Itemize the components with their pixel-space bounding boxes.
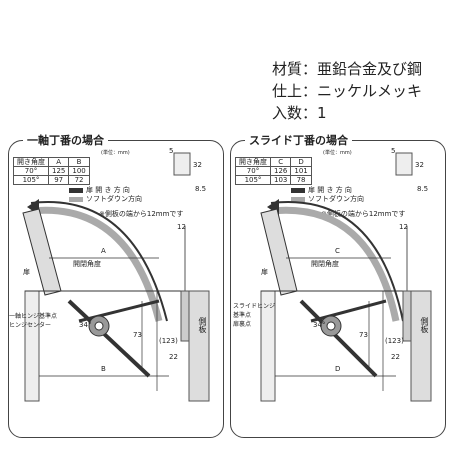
- legend: 扉 開 き 方 向 ソフトダウン方向: [69, 186, 142, 204]
- dim-12: 12: [399, 223, 408, 231]
- legend-soft-label: ソフトダウン方向: [86, 195, 142, 203]
- specifications: 材質：亜鉛合金及び鋼 仕上：ニッケルメッキ 入数：1: [272, 58, 422, 124]
- hinge-arm: [78, 299, 160, 323]
- dim-8-5: 8.5: [195, 185, 207, 193]
- dim-32: 32: [415, 161, 424, 169]
- unit-label: (単位：mm): [101, 150, 130, 156]
- hinge-reference-label: スライドヒンジ 基準点 扉裏点: [233, 303, 276, 328]
- soft-down-swatch: [291, 196, 305, 202]
- side-panel-label: 側板: [198, 317, 207, 333]
- unit-label: (単位：mm): [323, 150, 352, 156]
- dim-123: (123): [385, 337, 404, 345]
- side-detail: [173, 152, 191, 176]
- door-shape: [22, 208, 62, 296]
- material-spec: 材質：亜鉛合金及び鋼: [272, 60, 423, 78]
- single-axis-hinge-panel: 一軸丁番の場合 (単位：mm) 開き角度 A B 70° 125 100 105…: [8, 132, 224, 438]
- panel-title: 一軸丁番の場合: [23, 132, 108, 148]
- door-open-position: [24, 290, 40, 402]
- legend: 扉 開 き 方 向 ソフトダウン方向: [291, 186, 364, 204]
- side-panel-note: ※側板の端から12mmです: [99, 210, 184, 218]
- open-direction-swatch: [69, 187, 83, 193]
- dim-32: 32: [193, 161, 202, 169]
- slide-hinge-panel: スライド丁番の場合 (単位：mm) 開き角度 C D 70° 126 101 1…: [230, 132, 446, 438]
- dim-D: D: [335, 365, 341, 373]
- door-label: 扉: [23, 268, 30, 276]
- dim-73: 73: [359, 331, 368, 339]
- side-panel: [410, 290, 432, 402]
- dimension-table: 開き角度 C D 70° 126 101 105° 103 78: [235, 157, 312, 185]
- soft-down-swatch: [69, 196, 83, 202]
- dim-B: B: [101, 365, 106, 373]
- dim-8-5: 8.5: [417, 185, 429, 193]
- dim-C: C: [335, 247, 340, 255]
- table-cell: 72: [68, 175, 90, 185]
- side-detail-bracket: [402, 290, 412, 342]
- dimension-table: 開き角度 A B 70° 125 100 105° 97 72: [13, 157, 90, 185]
- side-panel-note: ※側板の端から12mmです: [321, 210, 406, 218]
- finish-spec: 仕上：ニッケルメッキ: [272, 82, 423, 100]
- angle-label: 開閉角度: [311, 260, 339, 268]
- dim-123: (123): [159, 337, 178, 345]
- dim-34: 34°: [313, 321, 326, 329]
- legend-soft-label: ソフトダウン方向: [308, 195, 364, 203]
- dim-A: A: [101, 247, 106, 255]
- dim-5: 5: [391, 147, 396, 155]
- open-direction-swatch: [291, 187, 305, 193]
- legend-open-label: 扉 開 き 方 向: [308, 186, 352, 194]
- hinge-arm: [299, 299, 378, 378]
- table-cell: 78: [290, 175, 312, 185]
- side-detail: [395, 152, 413, 176]
- soft-down-arc: [270, 206, 400, 322]
- hinge-pivot: [94, 321, 104, 331]
- soft-down-arc: [30, 206, 163, 322]
- quantity-spec: 入数：1: [272, 104, 327, 122]
- angle-label: 開閉角度: [73, 260, 101, 268]
- side-panel-label: 側板: [420, 317, 429, 333]
- hinge-reference-label: 一軸ヒンジ基準点 ヒンジセンター: [9, 313, 58, 329]
- door-shape: [260, 208, 298, 296]
- door-label: 扉: [261, 268, 268, 276]
- side-panel: [188, 290, 210, 402]
- hinge-diagram: [22, 152, 210, 402]
- hinge-diagram: [260, 152, 432, 402]
- panel-title: スライド丁番の場合: [245, 132, 352, 148]
- dim-22: 22: [169, 353, 178, 361]
- side-detail-bracket: [180, 290, 190, 342]
- legend-open-label: 扉 開 き 方 向: [86, 186, 130, 194]
- dim-22: 22: [391, 353, 400, 361]
- hinge-arm: [67, 299, 151, 378]
- hinge-arm: [310, 299, 387, 323]
- hinge-pivot: [326, 321, 336, 331]
- dim-12: 12: [177, 223, 186, 231]
- dim-5: 5: [169, 147, 174, 155]
- dim-34: 34°: [79, 321, 92, 329]
- dim-73: 73: [133, 331, 142, 339]
